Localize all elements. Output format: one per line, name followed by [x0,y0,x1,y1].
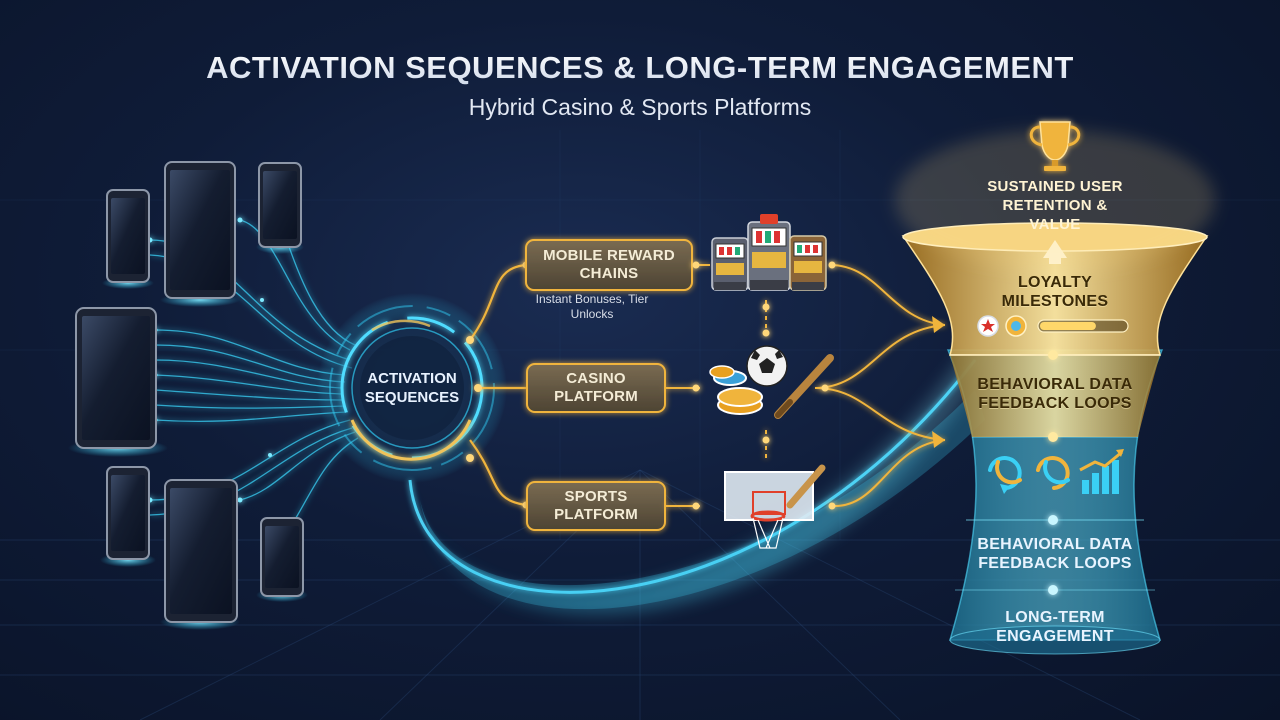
hub-connectors [469,263,527,507]
loyalty-progress-track [1037,319,1129,333]
soccer-ball-icon [746,345,788,387]
mobile-device-icon [256,517,308,602]
mobile-device-icon [102,189,154,289]
mobile-rewards-label: MOBILE REWARD CHAINS [543,247,675,282]
sports-label: SPORTS PLATFORM [554,488,638,523]
mobile-device-icon [100,466,156,567]
refresh-cycle-icon [988,456,1022,494]
arrow-heads [932,316,945,448]
loyalty-milestones-label: LOYALTY MILESTONES [1001,274,1109,310]
trophy-glow [895,130,1215,270]
activation-hub [317,293,507,483]
slot-machine-icon [747,214,791,291]
devices-group [68,161,308,630]
feedback-loops-label-1: BEHAVIORAL DATA FEEDBACK LOOPS [977,376,1133,412]
node-connector-dots [692,261,836,510]
refresh-cycle-icon [1036,456,1070,490]
growth-chart-icon [1079,449,1124,494]
trophy-icon [1029,121,1081,171]
page-title: ACTIVATION SEQUENCES & LONG-TERM ENGAGEM… [0,50,1280,86]
engagement-swoosh [408,270,1020,614]
mobile-device-icon [256,162,304,254]
loyalty-progress-fill [1040,322,1096,330]
page-subtitle: Hybrid Casino & Sports Platforms [468,94,812,120]
casino-label: CASINO PLATFORM [554,370,638,405]
casino-chips-icon [709,365,763,415]
long-term-engagement-label: LONG-TERM ENGAGEMENT [996,609,1114,645]
slot-machine-icon [789,235,827,291]
mobile-rewards-sub: Instant Bonuses, Tier Unlocks [535,292,649,321]
mobile-device-icon [160,161,240,307]
baseball-bat-icon [774,354,834,419]
loyalty-badges [977,315,1027,337]
slot-machine-icon [711,237,749,291]
funnel-dots-cyan [1048,515,1058,595]
basketball-hoop-icon [724,464,826,549]
feedback-loops-label-2: BEHAVIORAL DATA FEEDBACK LOOPS [977,536,1133,572]
funnel-top-label: SUSTAINED USER RETENTION & VALUE [987,178,1123,233]
funnel-dots [1048,350,1058,442]
mobile-device-icon [160,479,240,630]
activation-hub-label: ACTIVATION SEQUENCES [364,370,460,406]
mobile-device-icon [68,307,168,457]
